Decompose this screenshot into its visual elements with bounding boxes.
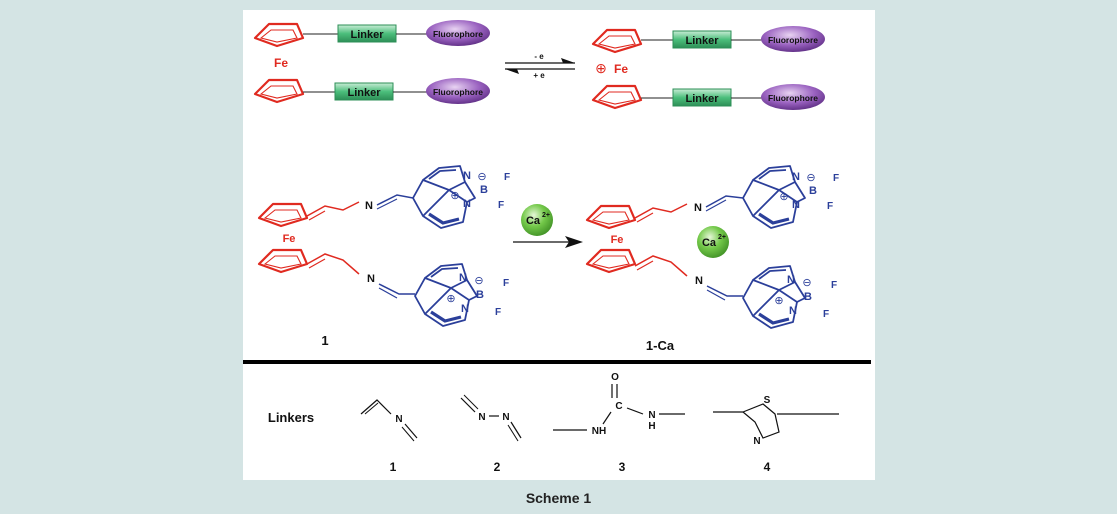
linker-1-structure: N 1 (360, 399, 418, 474)
atom-n: N (695, 275, 703, 287)
oxidation-label: - e (534, 52, 544, 61)
compound-1-label: 1 (321, 333, 328, 348)
cp-ring-icon (253, 78, 305, 104)
atom-n: N (792, 199, 800, 211)
ca-charge: 2+ (542, 212, 550, 219)
atom-o: O (611, 372, 619, 383)
oxidized-ferrocenium-dyad: Linker Fluorophore ⊕ Fe Linker Fluoropho… (591, 26, 825, 110)
linker-3-structure: O C NH N H 3 (553, 372, 685, 474)
atom-n: N (789, 305, 797, 317)
atom-nh: NH (592, 426, 606, 437)
atom-f: F (495, 307, 501, 318)
compound-1-structure: Fe N N N B ⊖ ⊕ F F N N N B ⊖ ⊕ F F 1 (257, 164, 510, 348)
linker-label: Linker (685, 35, 719, 47)
linker-number: 2 (494, 460, 501, 474)
atom-n: N (502, 412, 509, 423)
atom-n: N (787, 274, 795, 286)
ca-charge: 2+ (718, 234, 726, 241)
linker-4-structure: S N 4 (713, 395, 839, 474)
ca-label: Ca (702, 237, 717, 249)
calcium-ion-icon (697, 226, 729, 258)
fluorophore-label: Fluorophore (768, 35, 818, 45)
linker-label: Linker (685, 93, 719, 105)
atom-b: B (480, 184, 488, 196)
atom-n: N (792, 171, 800, 183)
plus-mark: ⊕ (446, 293, 455, 305)
linker-2-structure: N N 2 (460, 394, 522, 474)
calcium-ion-icon (521, 204, 553, 236)
atom-b: B (476, 289, 484, 301)
figure-caption: Scheme 1 (525, 490, 592, 506)
atom-n: N (459, 272, 467, 284)
cp-ring-icon (257, 248, 309, 274)
oxidized-charge-mark: ⊕ (595, 60, 607, 76)
linker-label: Linker (350, 29, 384, 41)
atom-n: N (365, 200, 373, 212)
fe-label: Fe (283, 233, 296, 245)
atom-n: N (367, 273, 375, 285)
scheme-panel: Linker Fluorophore Fe Linker Fluorophore… (235, 10, 875, 480)
cp-ring-icon (257, 202, 309, 228)
cp-ring-icon (253, 22, 305, 48)
atom-n: N (463, 198, 471, 210)
atom-n: N (753, 436, 760, 447)
atom-n: N (694, 202, 702, 214)
linker-label: Linker (347, 87, 381, 99)
atom-h: H (648, 421, 655, 432)
linkers-title: Linkers (268, 410, 314, 425)
atom-s: S (764, 395, 771, 406)
atom-f: F (827, 201, 833, 212)
atom-n: N (461, 303, 469, 315)
minus-mark: ⊖ (477, 171, 486, 183)
cp-ring-icon (591, 28, 643, 54)
plus-mark: ⊕ (774, 295, 783, 307)
cp-ring-icon (585, 248, 637, 274)
minus-mark: ⊖ (474, 275, 483, 287)
linkers-section: Linkers N 1 N N 2 O (268, 372, 839, 474)
fluorophore-label: Fluorophore (768, 93, 818, 103)
atom-b: B (804, 291, 812, 303)
atom-n: N (463, 170, 471, 182)
reduced-ferrocene-dyad: Linker Fluorophore Fe Linker Fluorophore (253, 20, 490, 104)
linker-number: 3 (619, 460, 626, 474)
cp-ring-icon (585, 204, 637, 230)
atom-c: C (615, 401, 622, 412)
scheme-diagram: Linker Fluorophore Fe Linker Fluorophore… (235, 20, 871, 474)
atom-f: F (498, 200, 504, 211)
linker-number: 4 (764, 460, 771, 474)
compound-1-ca-complex: Fe N N N B ⊖ ⊕ F F Ca 2+ N N N B ⊖ ⊕ F (585, 164, 839, 353)
atom-n: N (648, 410, 655, 421)
calcium-reaction-arrow: Ca 2+ (513, 204, 583, 248)
atom-f: F (831, 280, 837, 291)
reduction-label: + e (533, 71, 545, 80)
atom-f: F (823, 309, 829, 320)
ca-label: Ca (526, 215, 541, 227)
redox-equilibrium-arrows: - e + e (505, 52, 575, 80)
atom-f: F (833, 173, 839, 184)
fluorophore-label: Fluorophore (433, 29, 483, 39)
plus-mark: ⊕ (450, 190, 459, 202)
minus-mark: ⊖ (802, 277, 811, 289)
fe-label: Fe (611, 234, 624, 246)
section-divider (235, 360, 871, 364)
linker-number: 1 (390, 460, 397, 474)
fe-label: Fe (614, 62, 628, 76)
fluorophore-label: Fluorophore (433, 87, 483, 97)
atom-n: N (395, 414, 402, 425)
minus-mark: ⊖ (806, 172, 815, 184)
atom-b: B (809, 185, 817, 197)
atom-n: N (478, 412, 485, 423)
atom-f: F (503, 278, 509, 289)
atom-f: F (504, 172, 510, 183)
fe-label: Fe (274, 56, 288, 70)
compound-1-ca-label: 1-Ca (646, 338, 675, 353)
cp-ring-icon (591, 84, 643, 110)
plus-mark: ⊕ (779, 191, 788, 203)
